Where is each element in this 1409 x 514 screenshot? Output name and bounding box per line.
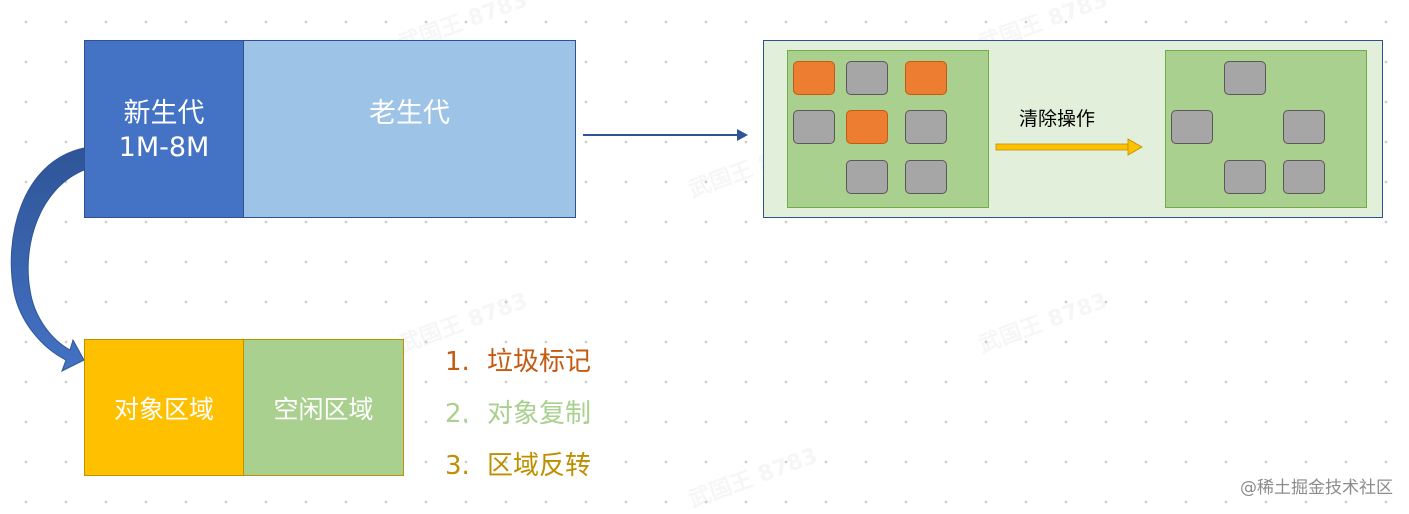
cleanup-label: 清除操作 [1019,108,1096,130]
live-object-block [1283,110,1325,144]
live-object-block [905,160,947,194]
object-area-box: 对象区域 [84,339,244,476]
free-area-label: 空闲区域 [273,394,374,424]
site-watermark: @稀土掘金技术社区 [1240,478,1393,498]
step-text: 对象复制 [487,399,592,429]
young-gen-expand-arrow [10,147,85,373]
marked-object-block [846,110,888,144]
live-object-block [1283,160,1325,194]
step-text: 垃圾标记 [487,347,592,377]
step-text: 区域反转 [487,451,592,481]
cleanup-arrow [995,138,1143,156]
young-generation-size: 1M-8M [118,132,210,163]
free-area-box: 空闲区域 [244,339,404,476]
old-generation-title: 老生代 [369,98,450,129]
live-object-block [793,110,835,144]
old-generation-box: 老生代 [244,40,576,218]
live-object-block [905,110,947,144]
live-object-block [846,160,888,194]
step-item: 1. 垃圾标记 [445,341,591,378]
young-generation-box: 新生代 1M-8M [84,40,244,218]
object-area-label: 对象区域 [113,394,214,424]
marked-object-block [793,61,835,95]
step-item: 3. 区域反转 [445,445,591,482]
to-cleanup-arrow [583,129,748,141]
step-number: 2. [445,399,470,429]
young-generation-title: 新生代 [123,98,205,129]
live-object-block [1224,61,1266,95]
step-number: 1. [445,347,470,377]
live-object-block [846,61,888,95]
live-object-block [1224,160,1266,194]
marked-object-block [905,61,947,95]
live-object-block [1171,110,1213,144]
step-number: 3. [445,451,470,481]
step-item: 2. 对象复制 [445,393,591,430]
